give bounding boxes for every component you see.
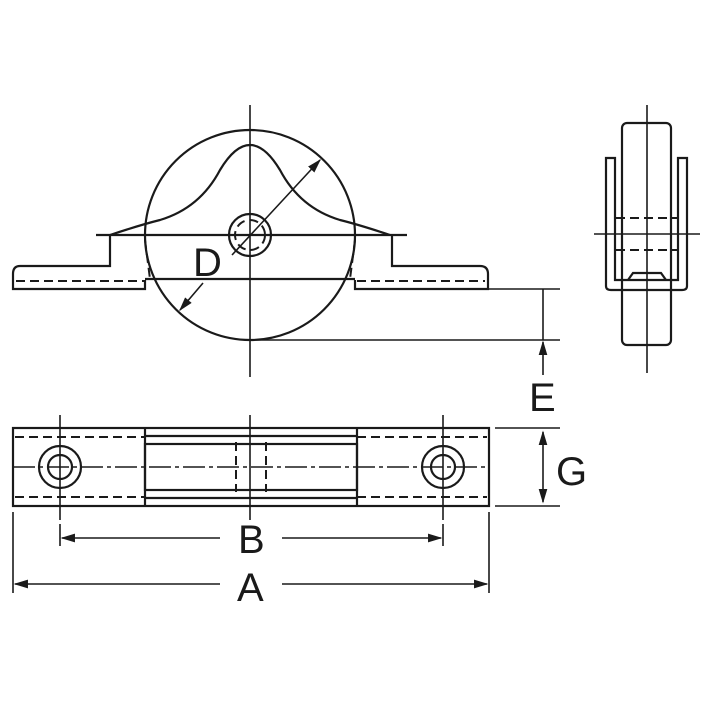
dimension-label-b: B (238, 518, 265, 562)
dimension-label-e: E (529, 376, 556, 420)
front-view (11, 105, 560, 377)
dimension-label-d: D (193, 241, 222, 285)
dimension-label-a: A (237, 566, 264, 610)
dimension-label-g: G (556, 450, 588, 494)
bottom-view (11, 415, 560, 593)
side-view (594, 105, 700, 373)
bracket-base (11, 235, 490, 291)
bracket-side (604, 156, 689, 292)
